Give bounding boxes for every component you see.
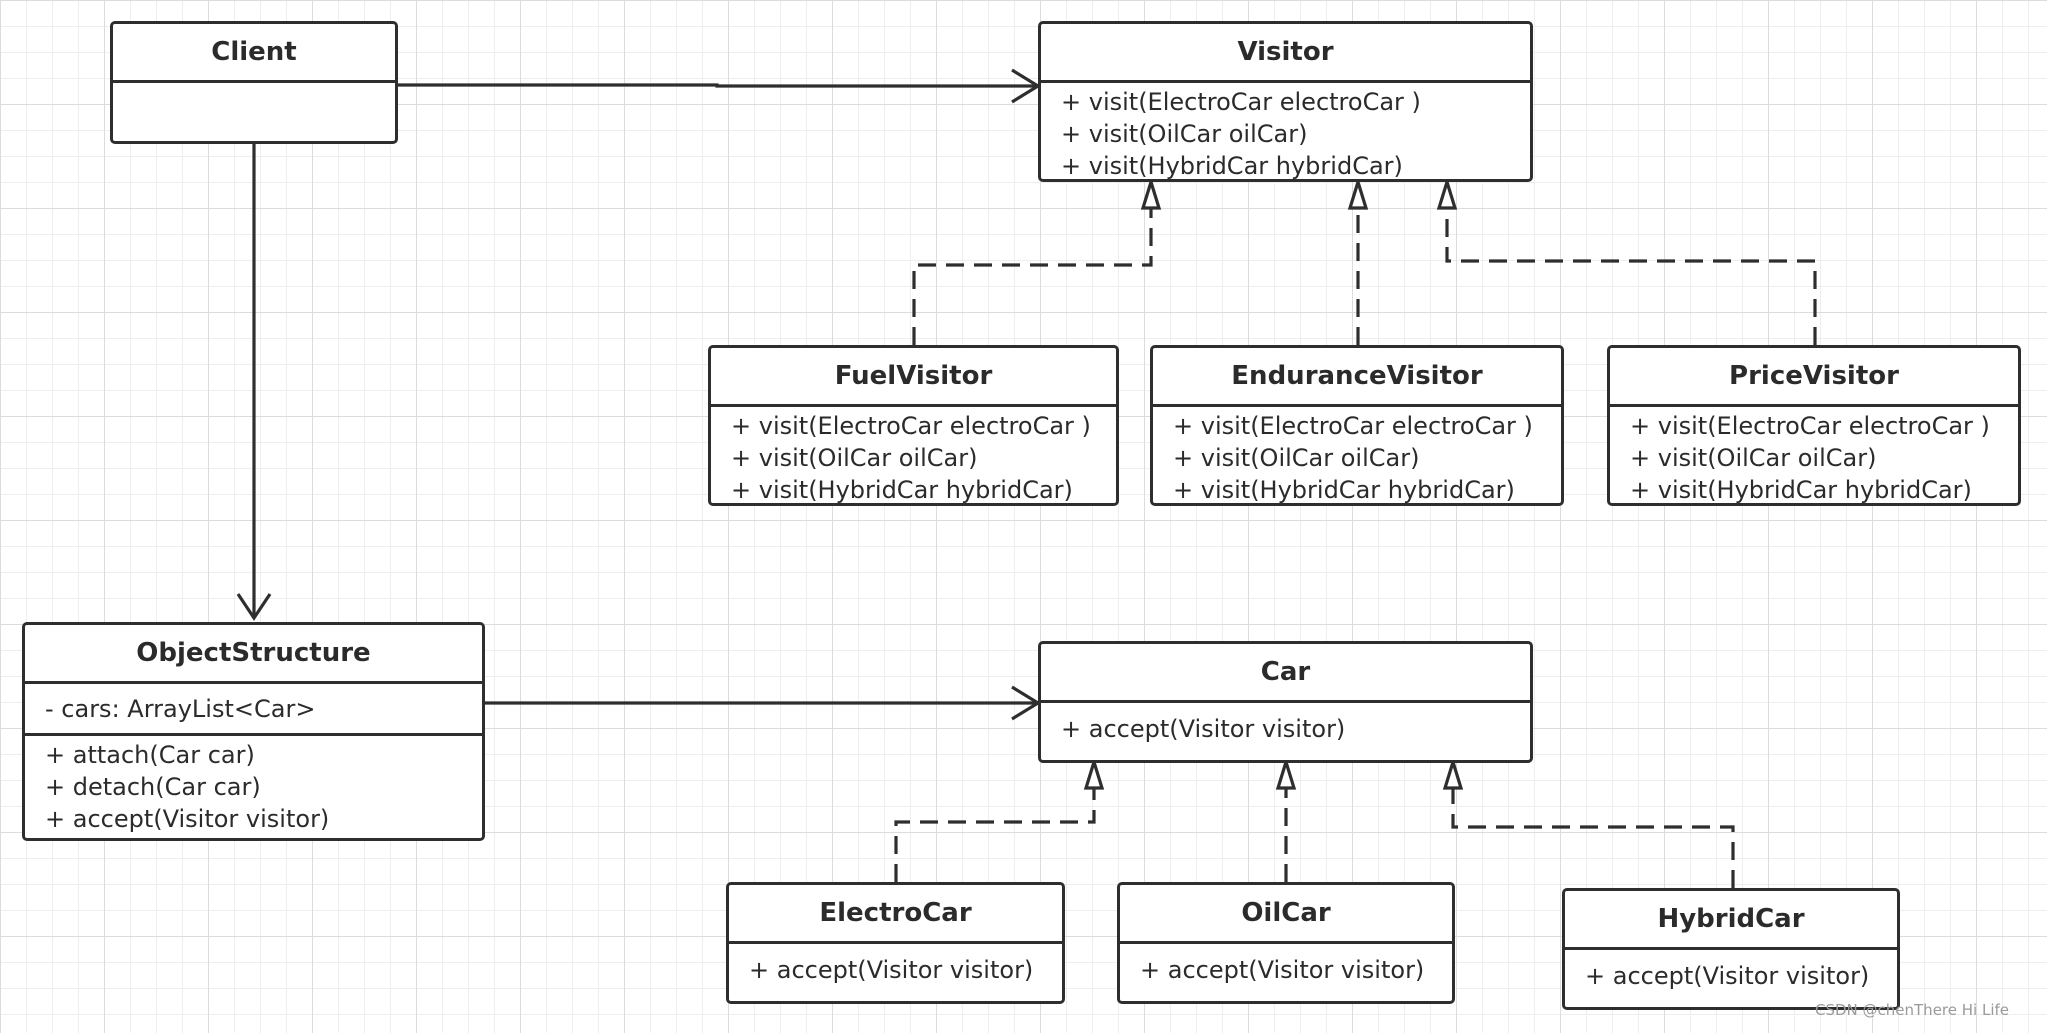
method-row: + accept(Visitor visitor) — [1585, 962, 1870, 990]
class-endurance-visitor[interactable]: EnduranceVisitor + visit(ElectroCar elec… — [1150, 345, 1564, 506]
methods-section: + accept(Visitor visitor) — [729, 941, 1062, 989]
methods-section: + visit(ElectroCar electroCar ) + visit(… — [1153, 404, 1561, 509]
method-row: + visit(OilCar oilCar) — [1173, 444, 1420, 472]
methods-section: + visit(ElectroCar electroCar ) + visit(… — [711, 404, 1116, 509]
method-row: + accept(Visitor visitor) — [45, 805, 330, 833]
class-name: Car — [1260, 657, 1311, 687]
class-client[interactable]: Client — [110, 21, 398, 144]
class-price-visitor[interactable]: PriceVisitor + visit(ElectroCar electroC… — [1607, 345, 2021, 506]
class-name: PriceVisitor — [1729, 361, 1899, 391]
methods-section: + visit(ElectroCar electroCar ) + visit(… — [1041, 80, 1530, 185]
class-fuel-visitor[interactable]: FuelVisitor + visit(ElectroCar electroCa… — [708, 345, 1119, 506]
method-row: + visit(HybridCar hybridCar) — [1630, 476, 1972, 504]
methods-section: + accept(Visitor visitor) — [1120, 941, 1452, 989]
method-row: + visit(ElectroCar electroCar ) — [1061, 88, 1421, 116]
class-name: Visitor — [1237, 37, 1334, 67]
method-row: + detach(Car car) — [45, 773, 261, 801]
class-name: ElectroCar — [819, 898, 972, 928]
method-row: + visit(HybridCar hybridCar) — [1061, 152, 1403, 180]
class-name: Client — [211, 37, 297, 67]
electro-car-triangle-head — [1083, 756, 1105, 790]
class-name: HybridCar — [1657, 904, 1805, 934]
price-visitor-triangle-head — [1436, 176, 1458, 210]
class-car[interactable]: Car + accept(Visitor visitor) — [1038, 641, 1533, 763]
class-object-structure[interactable]: ObjectStructure - cars: ArrayList<Car> +… — [22, 622, 485, 841]
method-row: + visit(ElectroCar electroCar ) — [1630, 412, 1990, 440]
methods-section: + accept(Visitor visitor) — [1041, 700, 1530, 748]
class-hybrid-car[interactable]: HybridCar + accept(Visitor visitor) — [1562, 888, 1900, 1010]
method-row: + visit(HybridCar hybridCar) — [1173, 476, 1515, 504]
class-electro-car[interactable]: ElectroCar + accept(Visitor visitor) — [726, 882, 1065, 1004]
client-to-object-structure-arrowhead — [236, 593, 272, 621]
methods-section: + accept(Visitor visitor) — [1565, 947, 1897, 995]
methods-section: + attach(Car car) + detach(Car car) + ac… — [25, 733, 482, 838]
class-name: FuelVisitor — [834, 361, 993, 391]
fuel-visitor-realization — [912, 208, 1153, 345]
endurance-visitor-triangle-head — [1347, 176, 1369, 210]
method-row: + visit(ElectroCar electroCar ) — [731, 412, 1091, 440]
class-name: EnduranceVisitor — [1231, 361, 1483, 391]
class-name: OilCar — [1241, 898, 1331, 928]
class-visitor[interactable]: Visitor + visit(ElectroCar electroCar ) … — [1038, 21, 1533, 182]
method-row: + accept(Visitor visitor) — [1140, 956, 1425, 984]
method-row: + visit(HybridCar hybridCar) — [731, 476, 1073, 504]
methods-section: + visit(ElectroCar electroCar ) + visit(… — [1610, 404, 2018, 509]
method-row: + visit(OilCar oilCar) — [1061, 120, 1308, 148]
class-oil-car[interactable]: OilCar + accept(Visitor visitor) — [1117, 882, 1455, 1004]
attribute-row: - cars: ArrayList<Car> — [45, 695, 316, 723]
method-row: + visit(OilCar oilCar) — [1630, 444, 1877, 472]
price-visitor-realization — [1445, 208, 1817, 345]
oil-car-triangle-head — [1275, 756, 1297, 790]
method-row: + accept(Visitor visitor) — [749, 956, 1034, 984]
fuel-visitor-triangle-head — [1140, 176, 1162, 210]
method-row: + visit(ElectroCar electroCar ) — [1173, 412, 1533, 440]
method-row: + visit(OilCar oilCar) — [731, 444, 978, 472]
class-name: ObjectStructure — [136, 638, 371, 668]
attributes-section: - cars: ArrayList<Car> — [25, 681, 482, 733]
csdn-watermark: CSDN @chenThere Hi Life — [1815, 1001, 2010, 1019]
method-row: + accept(Visitor visitor) — [1061, 715, 1346, 743]
electro-car-realization — [894, 788, 1096, 882]
empty-member-section — [113, 80, 395, 135]
hybrid-car-triangle-head — [1442, 756, 1464, 790]
method-row: + attach(Car car) — [45, 741, 255, 769]
client-to-visitor-association — [397, 83, 1038, 88]
hybrid-car-realization — [1451, 788, 1735, 888]
